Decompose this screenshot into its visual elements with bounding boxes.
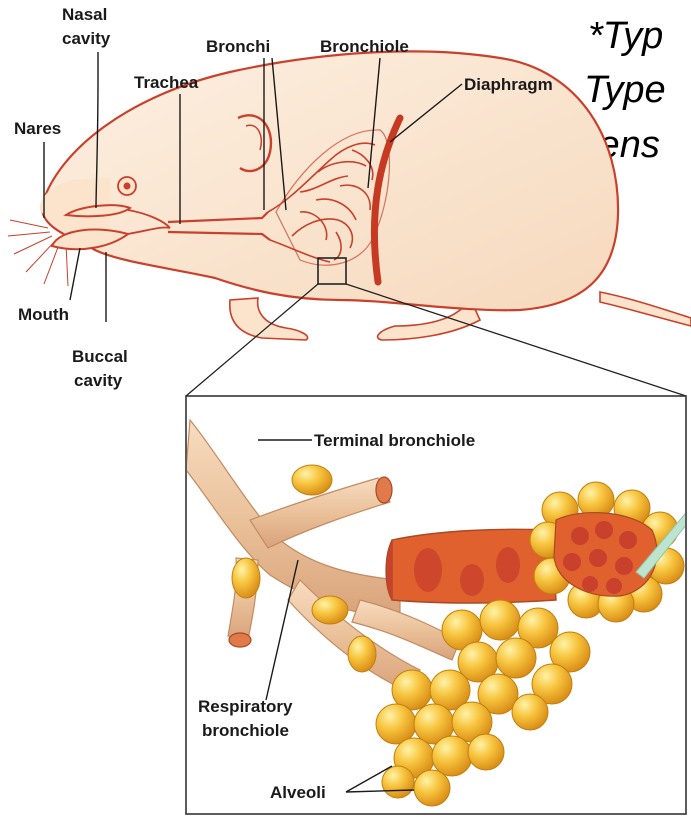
- label-buccal: Buccal: [72, 347, 128, 366]
- open-end-lower: [229, 633, 251, 647]
- slide-text-line1: *Typ: [588, 15, 663, 57]
- label-buccal-cavity: cavity: [74, 371, 123, 390]
- label-nares: Nares: [14, 119, 61, 138]
- label-bronchiole: Bronchiole: [320, 37, 409, 56]
- label-bronchi: Bronchi: [206, 37, 270, 56]
- label-respiratory-bronchiole: bronchiole: [202, 721, 289, 740]
- label-nasal-cavity: cavity: [62, 29, 111, 48]
- label-alveoli: Alveoli: [270, 783, 326, 802]
- open-end-upper: [376, 477, 392, 503]
- front-paw: [230, 298, 308, 340]
- label-diaphragm: Diaphragm: [464, 75, 553, 94]
- slide-text-line2: Type: [584, 69, 666, 111]
- label-terminal-bronchiole: Terminal bronchiole: [314, 431, 475, 450]
- label-respiratory: Respiratory: [198, 697, 293, 716]
- inset-panel: [186, 396, 690, 814]
- label-nasal: Nasal: [62, 5, 107, 24]
- label-trachea: Trachea: [134, 73, 199, 92]
- tail: [600, 292, 691, 326]
- label-mouth: Mouth: [18, 305, 69, 324]
